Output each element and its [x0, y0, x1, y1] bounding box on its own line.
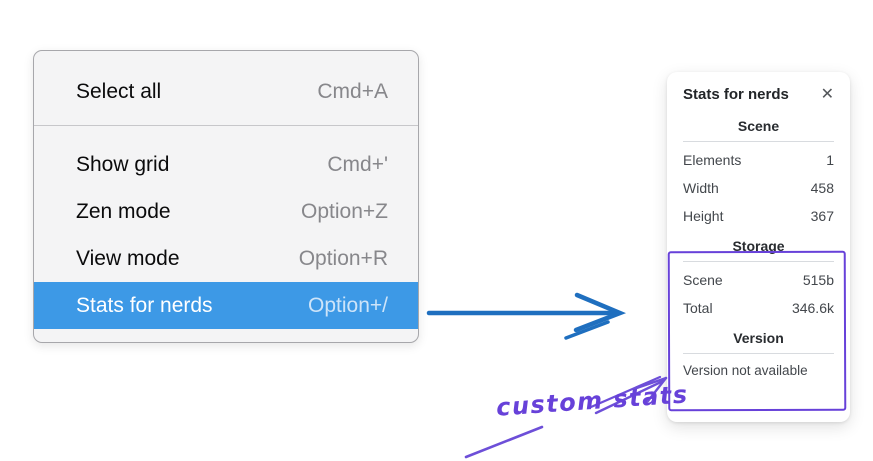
context-menu: Select all Cmd+A Show grid Cmd+' Zen mod… — [33, 50, 419, 343]
blue-arrow — [426, 292, 627, 340]
version-note: Version not available — [683, 363, 808, 378]
menu-separator — [34, 125, 418, 126]
close-icon[interactable]: ✕ — [820, 85, 834, 103]
menu-item-label: Show grid — [76, 152, 170, 176]
menu-item-show-grid[interactable]: Show grid Cmd+' — [34, 141, 418, 188]
menu-item-shortcut: Option+/ — [308, 293, 388, 317]
stat-label: Elements — [683, 152, 742, 168]
stats-panel-title: Stats for nerds — [683, 86, 789, 103]
stat-label: Scene — [683, 272, 723, 288]
menu-item-stats-for-nerds[interactable]: Stats for nerds Option+/ — [34, 282, 418, 329]
menu-item-label: Zen mode — [76, 199, 171, 223]
stat-label: Height — [683, 208, 724, 224]
stat-row-width: Width 458 — [683, 174, 834, 202]
menu-item-label: View mode — [76, 246, 180, 270]
stat-label: Width — [683, 180, 719, 196]
annotation-label: custom stats — [495, 380, 690, 422]
menu-item-label: Select all — [76, 80, 162, 103]
stat-value: 458 — [810, 180, 834, 196]
stats-panel-header: Stats for nerds ✕ — [683, 86, 834, 103]
stat-value: 515b — [802, 272, 834, 288]
menu-item-shortcut: Cmd+A — [317, 80, 388, 103]
stat-row-total-storage: Total 346.6k — [683, 294, 834, 322]
menu-item-shortcut: Option+R — [298, 246, 388, 270]
menu-item-label: Stats for nerds — [76, 293, 213, 317]
section-rows-storage: Scene 515b Total 346.6k — [683, 262, 834, 322]
stat-row-elements: Elements 1 — [683, 146, 834, 174]
menu-item-shortcut: Option+Z — [301, 199, 388, 223]
stat-label: Total — [683, 300, 713, 316]
menu-item-shortcut: Cmd+' — [327, 152, 388, 176]
section-rows-scene: Elements 1 Width 458 Height 367 — [683, 142, 834, 230]
menu-item-zen-mode[interactable]: Zen mode Option+Z — [34, 188, 418, 235]
section-heading-scene: Scene — [683, 118, 834, 142]
menu-item-select-all[interactable]: Select all Cmd+A — [34, 59, 418, 125]
section-heading-version: Version — [683, 330, 834, 354]
section-heading-storage: Storage — [683, 238, 834, 262]
stat-row-height: Height 367 — [683, 202, 834, 230]
stat-value: 367 — [810, 208, 834, 224]
stat-value: 1 — [826, 152, 834, 168]
stat-row-scene-storage: Scene 515b — [683, 266, 834, 294]
stat-value: 346.6k — [791, 300, 834, 316]
stats-panel: Stats for nerds ✕ Scene Elements 1 Width… — [667, 72, 850, 422]
menu-item-view-mode[interactable]: View mode Option+R — [34, 235, 418, 282]
